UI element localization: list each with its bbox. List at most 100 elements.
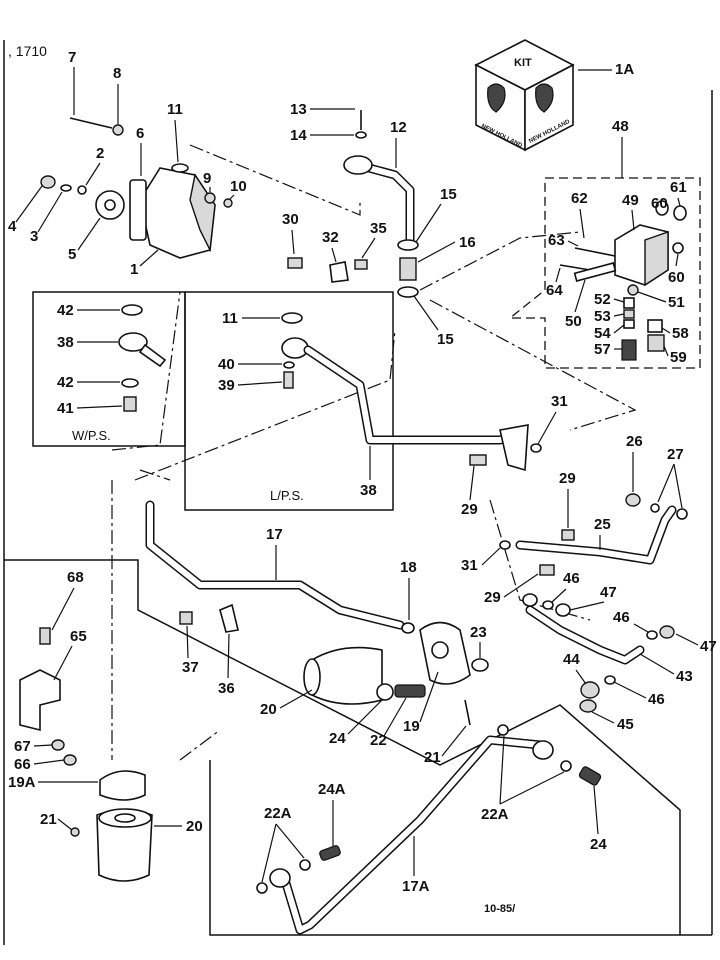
seat-52: [623, 297, 635, 309]
callout-label: 32: [322, 229, 339, 246]
washer-23: [471, 658, 489, 672]
bolt-68: [39, 627, 51, 645]
o-ring-11-lps: [281, 312, 303, 324]
callout-label: 41: [57, 400, 74, 417]
callout-label: 52: [594, 291, 611, 308]
callout-label: 67: [14, 738, 31, 755]
callout-label: 38: [57, 334, 74, 351]
banjo-return-upper: [532, 740, 554, 760]
o-ring-15-lower: [397, 286, 419, 298]
callout-label: 47: [700, 638, 717, 655]
callout-label: 20: [186, 818, 203, 835]
o-ring-42-lower: [121, 378, 139, 388]
washer-46-c: [604, 675, 616, 685]
pump-bolt: [69, 117, 113, 129]
callout-label: 64: [546, 282, 563, 299]
cap-58: [647, 319, 663, 333]
callout-label: 19A: [8, 774, 36, 791]
callout-label: 61: [670, 179, 687, 196]
wps-label: W/P.S.: [72, 428, 111, 443]
wps-box: [32, 291, 186, 447]
washer-27-b: [676, 508, 688, 520]
callout-labels: 1A 7 8 11 6 2 9 10 4 3 5 1 13 14 12 15 1…: [8, 49, 717, 895]
callout-label: 2: [96, 145, 104, 162]
pin-63: [574, 247, 616, 257]
bolt-30: [287, 257, 303, 269]
callout-label: 36: [218, 680, 235, 697]
banjo-bolt-24: [578, 766, 602, 786]
callout-label: 4: [8, 218, 17, 235]
callout-label: 42: [57, 374, 74, 391]
callout-label: 6: [136, 125, 144, 142]
washer-22A-b: [299, 859, 311, 871]
pipe-38-lps: [303, 345, 520, 445]
kit-top-label: KIT: [514, 57, 532, 69]
fuel-filter-20: [303, 621, 489, 726]
callout-label: 17: [266, 526, 283, 543]
callout-label: 9: [203, 170, 211, 187]
callout-label: 59: [670, 349, 687, 366]
callout-label: 22A: [264, 805, 292, 822]
plug-60-top: [655, 200, 669, 216]
callout-label: 45: [617, 716, 634, 733]
callout-label: 11: [222, 310, 238, 327]
callout-label: 31: [461, 557, 478, 574]
page-reference: , 1710: [8, 43, 47, 59]
banjo-return-lower: [269, 868, 291, 888]
washer: [60, 184, 72, 192]
plug-61: [673, 205, 687, 221]
fitting-44: [580, 681, 600, 699]
callout-label: 1: [130, 261, 138, 278]
clip-31-lower: [499, 540, 511, 550]
lower-region-outline: [4, 559, 681, 935]
callout-label: 58: [672, 325, 689, 342]
callout-label: 47: [600, 584, 617, 601]
nut-9: [204, 192, 216, 204]
o-ring-18: [401, 622, 415, 634]
bleed-screw-21-lower: [70, 827, 80, 837]
banjo-26: [625, 493, 641, 507]
washer-46-b: [646, 630, 658, 640]
callout-label: 39: [218, 377, 235, 394]
callout-label: 1A: [615, 61, 634, 78]
callout-label: 54: [594, 325, 611, 342]
callout-label: 11: [167, 101, 183, 118]
callout-label: 49: [622, 192, 639, 209]
screw-35: [354, 259, 368, 270]
bolt-29-upper: [469, 454, 487, 466]
callout-label: 7: [68, 49, 76, 66]
callout-label: 10: [230, 178, 247, 195]
plug-60-side: [672, 242, 684, 254]
banjo-47-left: [522, 593, 538, 607]
callout-label: 46: [563, 570, 580, 587]
screw-37: [179, 611, 193, 625]
injection-pump-assembly: [40, 117, 233, 259]
bolt-washer: [112, 124, 124, 136]
callout-label: 14: [290, 127, 307, 144]
callout-label: 8: [113, 65, 121, 82]
callout-label: 35: [370, 220, 387, 237]
lps-box: [184, 291, 394, 511]
bracket-31-upper: [499, 424, 529, 472]
callout-label: 46: [648, 691, 665, 708]
callout-label: 20: [260, 701, 277, 718]
callout-label: 23: [470, 624, 487, 641]
washer-22A-d: [560, 760, 572, 772]
washer-22A-a: [256, 882, 268, 894]
spool-50: [573, 261, 617, 283]
callout-label: 51: [668, 294, 685, 311]
washer-27-a: [650, 503, 660, 513]
element-bolt-22: [394, 684, 426, 698]
pump-flange: [129, 179, 147, 241]
callout-label: 12: [390, 119, 407, 136]
spring-57: [621, 339, 637, 361]
clamp-32: [329, 261, 349, 283]
callout-label: 22: [370, 732, 387, 749]
callout-label: 24A: [318, 781, 346, 798]
callout-label: 43: [676, 668, 693, 685]
callout-label: 48: [612, 118, 629, 135]
washer-14: [355, 131, 367, 139]
woodruff-key: [77, 185, 87, 195]
lps-label: L/P.S.: [270, 488, 304, 503]
filter-19A-20: [70, 770, 153, 882]
